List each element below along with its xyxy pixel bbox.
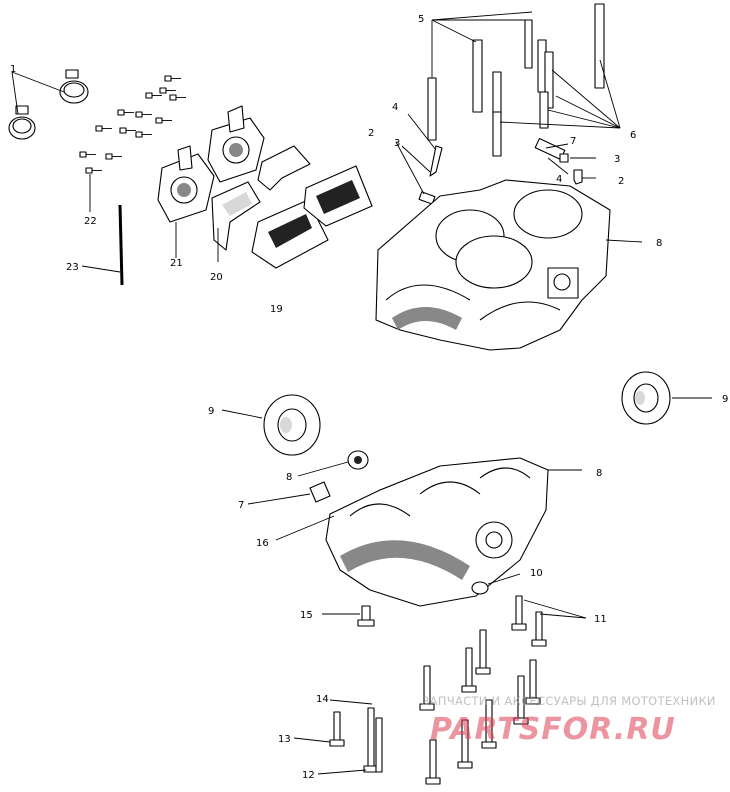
callout-15: 15 [300, 610, 313, 621]
callout-3b: 3 [614, 154, 620, 165]
callout-9b: 9 [722, 394, 728, 405]
callout-9a: 9 [208, 406, 214, 417]
reed-valve-bolts [79, 75, 186, 212]
reed-cage-parts [211, 145, 373, 269]
callout-23: 23 [66, 262, 79, 273]
callout-6: 6 [630, 130, 636, 141]
callout-5: 5 [418, 14, 424, 25]
callout-11: 11 [594, 614, 607, 625]
callout-1: 1 [10, 64, 16, 75]
callout-10: 10 [530, 568, 543, 579]
callout-7b: 7 [238, 500, 244, 511]
stud-parts [427, 3, 621, 157]
long-rod-part [81, 204, 124, 286]
callout-13: 13 [278, 734, 291, 745]
callout-16: 16 [256, 538, 269, 549]
callout-19: 19 [270, 304, 283, 315]
callout-8c: 8 [596, 468, 602, 479]
lower-crankcase-part [247, 457, 582, 607]
callout-labels: 1 22 23 21 20 19 5 4 2 3 7 3 4 2 6 8 9 9… [10, 14, 728, 781]
callout-12: 12 [302, 770, 315, 781]
callout-4a: 4 [392, 102, 398, 113]
callout-14: 14 [316, 694, 329, 705]
callout-21: 21 [170, 258, 183, 269]
callout-2b: 2 [618, 176, 624, 187]
callout-20: 20 [210, 272, 223, 283]
intake-manifold-parts [157, 105, 265, 258]
crankcase-bolt-parts [293, 595, 587, 785]
callout-8b: 8 [286, 472, 292, 483]
callout-3a: 3 [394, 138, 400, 149]
callout-7a: 7 [570, 136, 576, 147]
upper-crankcase-part [375, 179, 643, 351]
callout-8a: 8 [656, 238, 662, 249]
dowel-pin-parts [395, 113, 596, 205]
callout-4b: 4 [556, 174, 562, 185]
callout-2a: 2 [368, 128, 374, 139]
seal-parts [221, 371, 712, 477]
callout-22: 22 [84, 216, 97, 227]
hose-clamp-parts [8, 69, 89, 140]
